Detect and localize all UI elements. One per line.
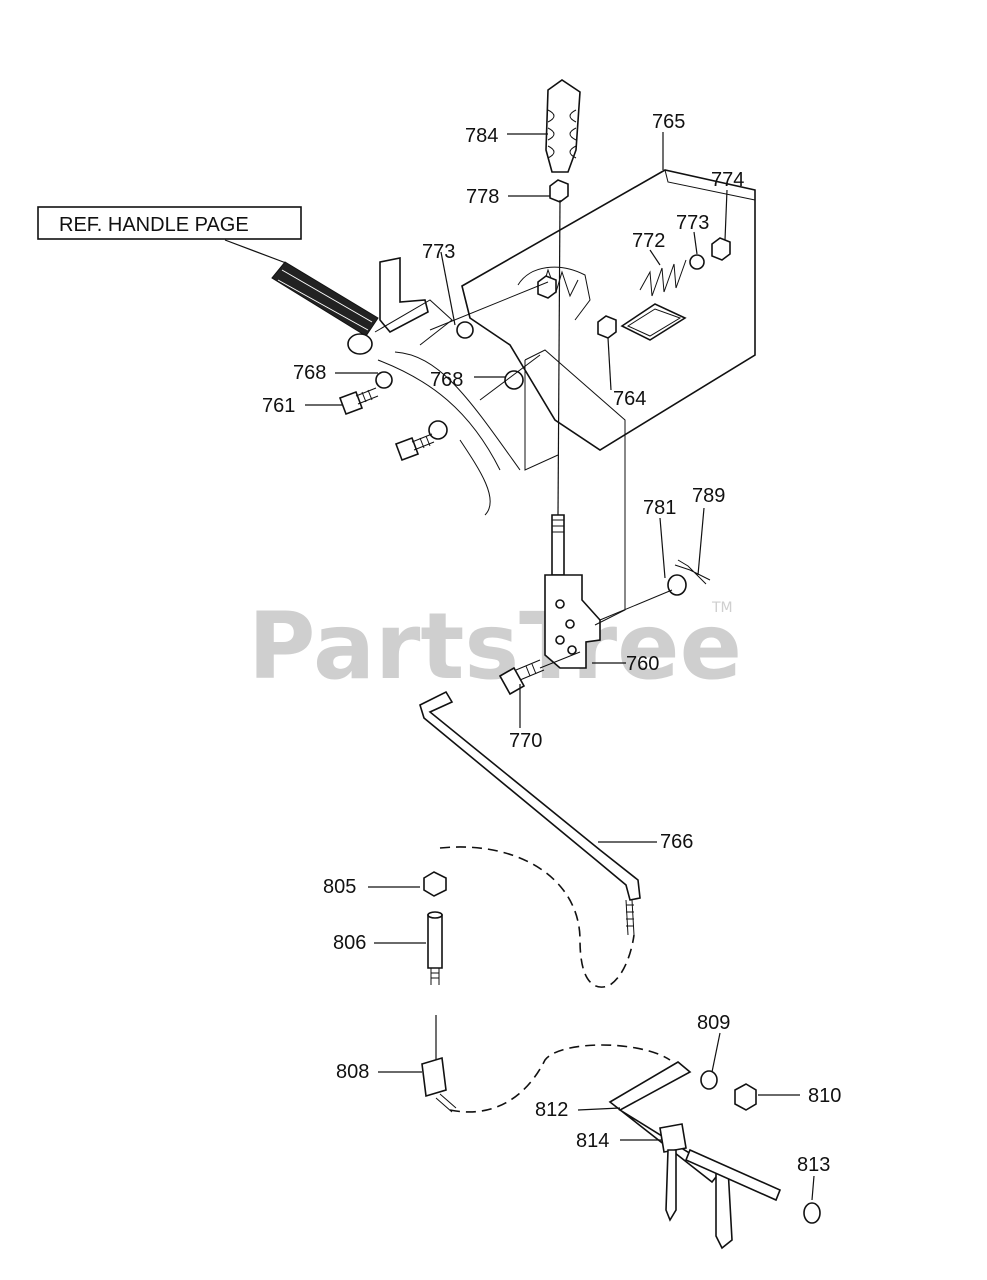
callout-766[interactable]: 766 — [660, 831, 693, 853]
callout-770[interactable]: 770 — [509, 730, 542, 752]
spring-772 — [639, 259, 687, 297]
bolt-770 — [498, 659, 545, 696]
linkage-dashed-lower — [449, 1044, 671, 1113]
watermark: PartsTree — [248, 593, 742, 700]
linkage-dashed-upper — [439, 846, 635, 988]
callout-781[interactable]: 781 — [643, 497, 676, 519]
callout-814[interactable]: 814 — [576, 1130, 609, 1152]
shift-arm-assembly — [608, 1061, 821, 1250]
nut-764 — [597, 315, 617, 339]
ferrule-808 — [421, 1015, 457, 1113]
bolt-lower — [394, 433, 435, 462]
callout-789[interactable]: 789 — [692, 485, 725, 507]
callout-773-left[interactable]: 773 — [422, 241, 455, 263]
washer-781 — [667, 574, 687, 596]
shift-panel — [461, 169, 756, 451]
callout-768-left[interactable]: 768 — [293, 362, 326, 384]
reference-leader — [224, 239, 287, 264]
callout-760[interactable]: 760 — [626, 653, 659, 675]
clip-789 — [674, 559, 711, 585]
watermark-trademark: TM — [711, 600, 733, 616]
callout-805[interactable]: 805 — [323, 876, 356, 898]
callout-813[interactable]: 813 — [797, 1154, 830, 1176]
washer-773-left — [456, 321, 474, 339]
shift-lever-rod — [551, 514, 565, 576]
callout-773-right[interactable]: 773 — [676, 212, 709, 234]
callout-808[interactable]: 808 — [336, 1061, 369, 1083]
handle-bracket — [374, 257, 521, 516]
handle-grip — [271, 261, 379, 355]
callout-761[interactable]: 761 — [262, 395, 295, 417]
leader-lines — [305, 132, 815, 1201]
nut-805 — [423, 871, 447, 897]
reference-box[interactable]: REF. HANDLE PAGE — [37, 206, 302, 240]
shift-lever-shaft — [557, 199, 561, 516]
shift-rod — [419, 690, 641, 936]
callout-810[interactable]: 810 — [808, 1085, 841, 1107]
callout-809[interactable]: 809 — [697, 1012, 730, 1034]
callout-812[interactable]: 812 — [535, 1099, 568, 1121]
washer-lower — [428, 420, 448, 440]
reference-box-label: REF. HANDLE PAGE — [59, 214, 249, 236]
nut-774 — [711, 237, 731, 261]
callout-774[interactable]: 774 — [711, 169, 744, 191]
callout-764[interactable]: 764 — [613, 388, 646, 410]
washer-773-right — [689, 254, 705, 270]
washer-768-right — [504, 370, 524, 390]
callout-772[interactable]: 772 — [632, 230, 665, 252]
nut-on-pivot — [537, 275, 557, 299]
callout-784[interactable]: 784 — [465, 125, 498, 147]
callout-768-right[interactable]: 768 — [430, 369, 463, 391]
callout-806[interactable]: 806 — [333, 932, 366, 954]
washer-768-left — [375, 371, 393, 389]
bolt-761 — [338, 387, 379, 416]
callout-778[interactable]: 778 — [466, 186, 499, 208]
spacer-806 — [427, 911, 443, 985]
shift-knob — [545, 79, 581, 173]
shift-lever-plate — [544, 574, 601, 669]
nut-778 — [549, 179, 569, 203]
callout-765[interactable]: 765 — [652, 111, 685, 133]
